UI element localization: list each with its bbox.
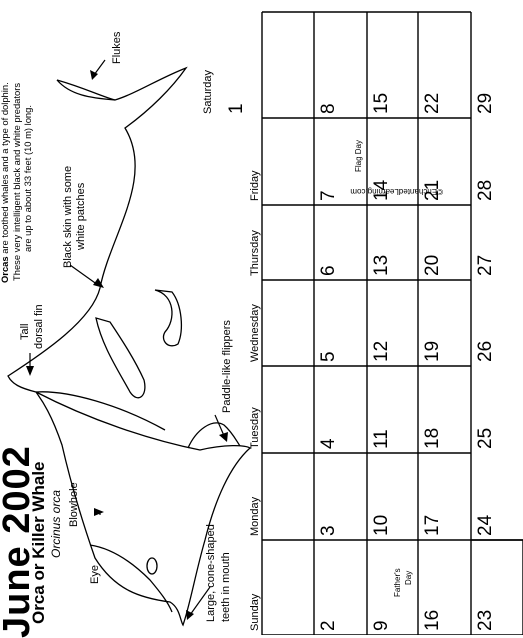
day-number-29: 29 [475, 93, 496, 114]
note-fathers-day-2: Day [404, 571, 413, 585]
day-number-28: 28 [475, 180, 496, 201]
day-number-19: 19 [422, 341, 443, 362]
day-number-8: 8 [318, 103, 339, 114]
orca-eye-patch [154, 289, 183, 347]
day-number-7: 7 [318, 190, 339, 201]
orca-eye [146, 557, 158, 575]
day-number-21: 21 [422, 180, 443, 201]
day-number-2: 2 [318, 620, 339, 631]
orca-body-outline [7, 66, 252, 627]
note-flag-day: Flag Day [354, 140, 363, 172]
day-number-9: 9 [371, 620, 392, 631]
orca-flipper-edge [187, 422, 241, 449]
day-number-16: 16 [422, 610, 443, 631]
day-number-11: 11 [371, 429, 392, 449]
day-number-6: 6 [318, 265, 339, 276]
day-number-13: 13 [371, 255, 392, 276]
day-number-18: 18 [422, 428, 443, 449]
day-number-22: 22 [422, 93, 443, 114]
day-number-20: 20 [422, 255, 443, 276]
day-number-27: 27 [475, 255, 496, 276]
weekday-header-friday: Friday [249, 170, 261, 201]
day-number-1: 1 [226, 103, 247, 114]
weekday-header-saturday: Saturday [202, 69, 214, 114]
weekday-header-tuesday: Tuesday [249, 407, 261, 449]
day-number-3: 3 [318, 525, 339, 536]
day-number-24: 24 [475, 514, 496, 536]
day-number-12: 12 [371, 341, 392, 362]
orca-belly-line [35, 391, 166, 431]
weekday-header-sunday: Sunday [249, 593, 261, 631]
day-number-14: 14 [371, 179, 392, 201]
weekday-header-wednesday: Wednesday [249, 304, 261, 362]
day-number-15: 15 [371, 93, 392, 114]
orca-saddle-patch [95, 317, 146, 399]
day-number-23: 23 [475, 610, 496, 631]
orca-fluke-notch [56, 79, 116, 101]
day-number-17: 17 [422, 515, 443, 536]
note-fathers-day-1: Father's [393, 568, 402, 597]
weekday-header-monday: Monday [249, 496, 261, 536]
day-number-25: 25 [475, 428, 496, 449]
orca-jaw-line [89, 544, 173, 613]
day-number-5: 5 [318, 351, 339, 362]
day-number-10: 10 [371, 515, 392, 536]
weekday-header-thursday: Thursday [249, 230, 261, 276]
day-number-26: 26 [475, 341, 496, 362]
day-number-4: 4 [318, 438, 339, 449]
